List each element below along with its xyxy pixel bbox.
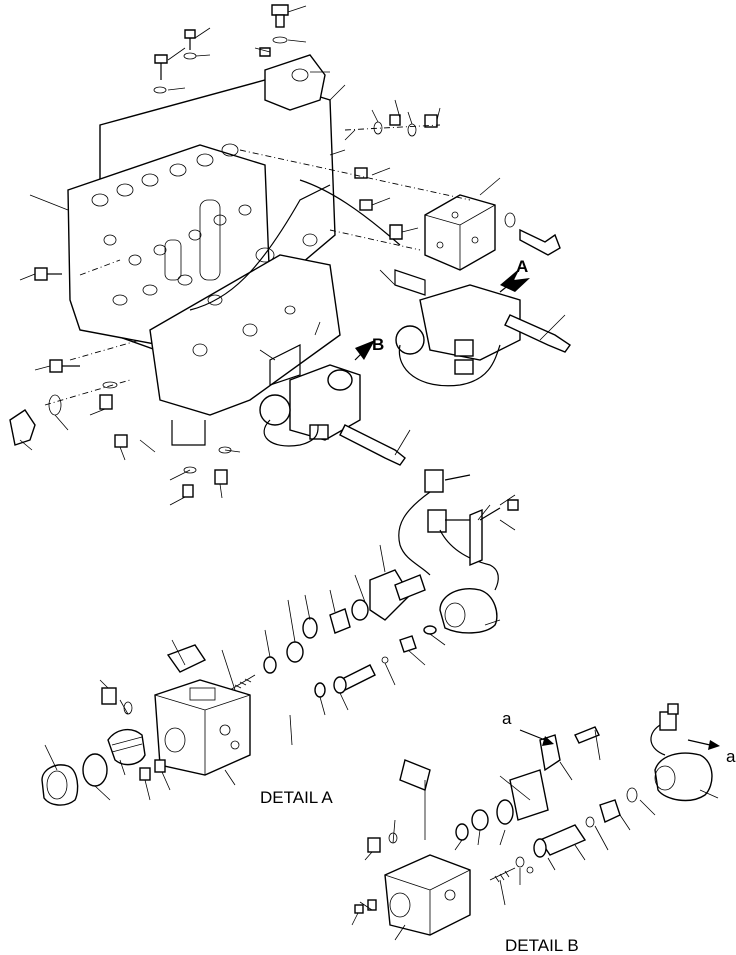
solenoid-valve-b	[259, 344, 406, 466]
cover-block	[354, 114, 561, 271]
detail-b-callout: B	[372, 335, 384, 354]
detail-a-assembly	[41, 469, 519, 806]
detail-a-callout: A	[516, 257, 528, 276]
top-bolts	[153, 4, 289, 94]
arrow-b: B	[354, 335, 384, 361]
detail-a-caption: DETAIL A	[260, 788, 333, 807]
main-valve-body	[67, 54, 401, 416]
leader-lines	[19, 5, 719, 941]
assembly-centerlines	[44, 124, 471, 406]
left-fasteners	[9, 267, 232, 498]
solenoid-valve-a	[394, 269, 571, 387]
ref-a-right: a	[726, 747, 736, 766]
arrow-a: A	[499, 257, 530, 293]
detail-b-assembly: a a	[354, 703, 736, 936]
detail-b-caption: DETAIL B	[505, 936, 579, 955]
ref-a-left: a	[502, 709, 512, 728]
